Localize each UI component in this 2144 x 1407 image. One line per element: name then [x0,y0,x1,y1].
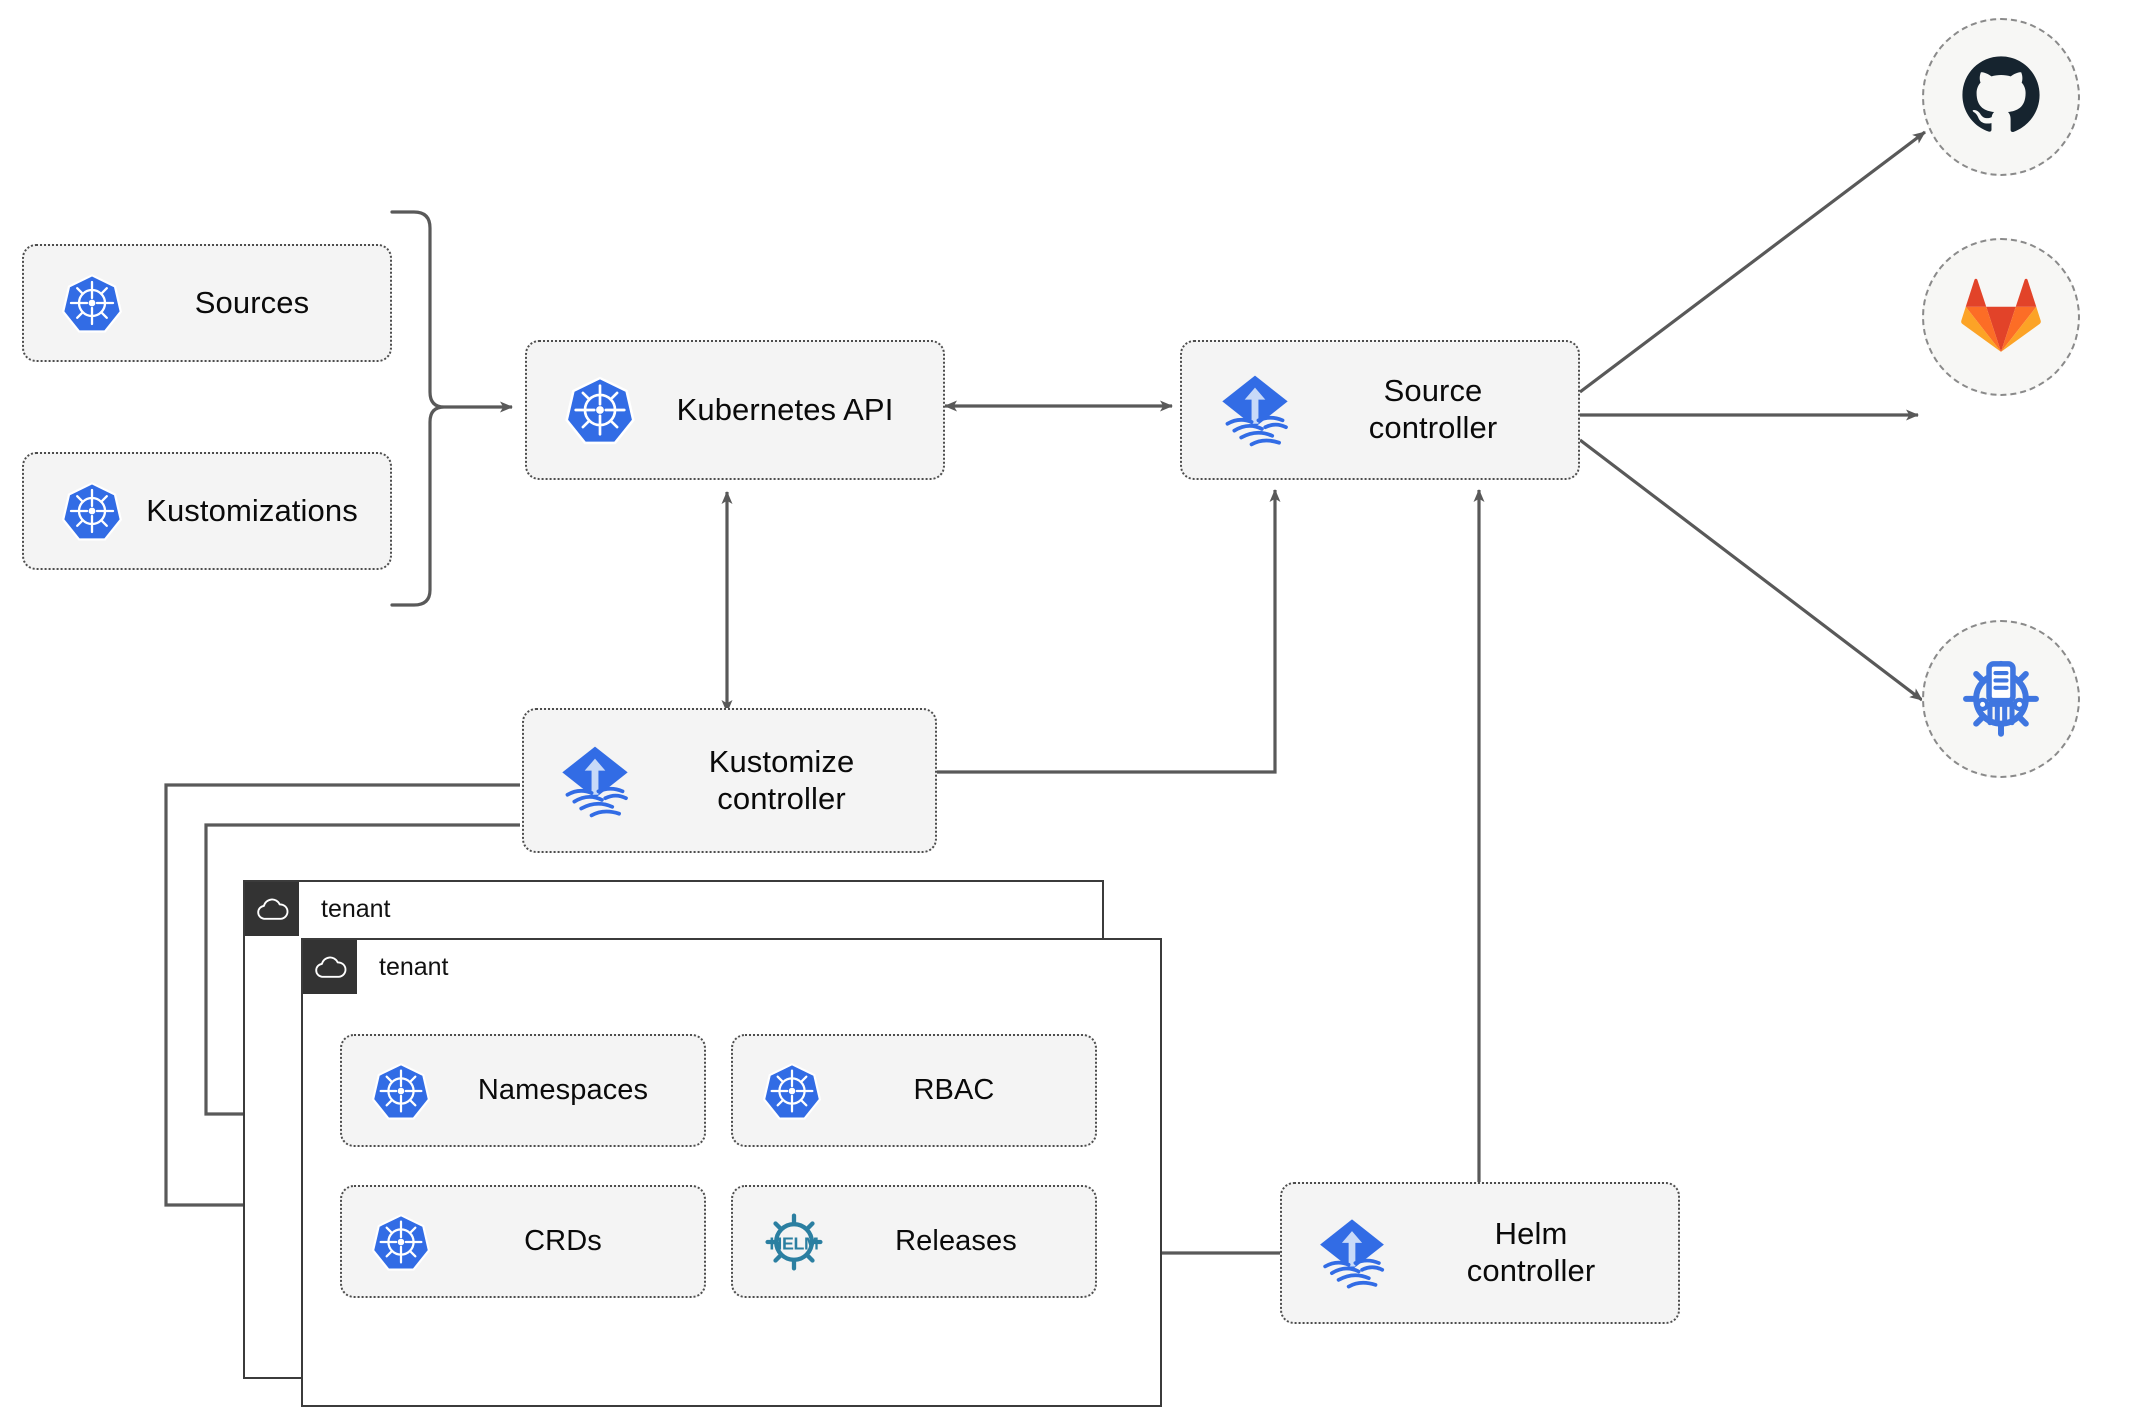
helm-chart-icon [1955,651,2047,748]
cloud-icon [303,940,357,994]
flux-icon [1310,1211,1394,1295]
node-kubernetes-api[interactable]: Kubernetes API [525,340,945,480]
repo-github[interactable] [1922,18,2080,176]
node-label: Kubernetes API [676,391,894,427]
github-icon [1959,53,2043,142]
node-namespaces[interactable]: Namespaces [340,1034,706,1147]
node-releases[interactable]: HELM Releases [731,1185,1097,1298]
gitlab-icon [1960,276,2042,359]
node-rbac[interactable]: RBAC [731,1034,1097,1147]
kubernetes-icon [563,373,637,447]
repo-helm-repository[interactable] [1922,620,2080,778]
kubernetes-icon [60,271,124,335]
svg-text:HELM: HELM [769,1233,818,1253]
node-label: Sources [194,284,310,320]
kubernetes-icon [370,1211,432,1273]
node-label: CRDs [524,1225,602,1258]
node-sources[interactable]: Sources [22,244,392,362]
cloud-icon [245,882,299,936]
node-label: RBAC [913,1074,995,1107]
kubernetes-icon [761,1060,823,1122]
node-label: Namespaces [477,1074,649,1107]
node-crds[interactable]: CRDs [340,1185,706,1298]
repo-gitlab[interactable] [1922,238,2080,396]
kubernetes-icon [370,1060,432,1122]
tenant-window-inner[interactable]: tenant [301,938,1162,1407]
kubernetes-icon [60,479,124,543]
tenant-titlebar: tenant [245,882,391,936]
tenant-title: tenant [379,952,449,981]
flux-icon [1212,367,1298,453]
tenant-titlebar: tenant [303,940,449,994]
helm-icon: HELM [761,1209,827,1275]
node-label: Kustomizations [146,492,358,528]
node-label: Releases [895,1225,1017,1258]
flux-icon [552,738,638,824]
node-kustomizations[interactable]: Kustomizations [22,452,392,570]
tenant-title: tenant [321,894,391,923]
